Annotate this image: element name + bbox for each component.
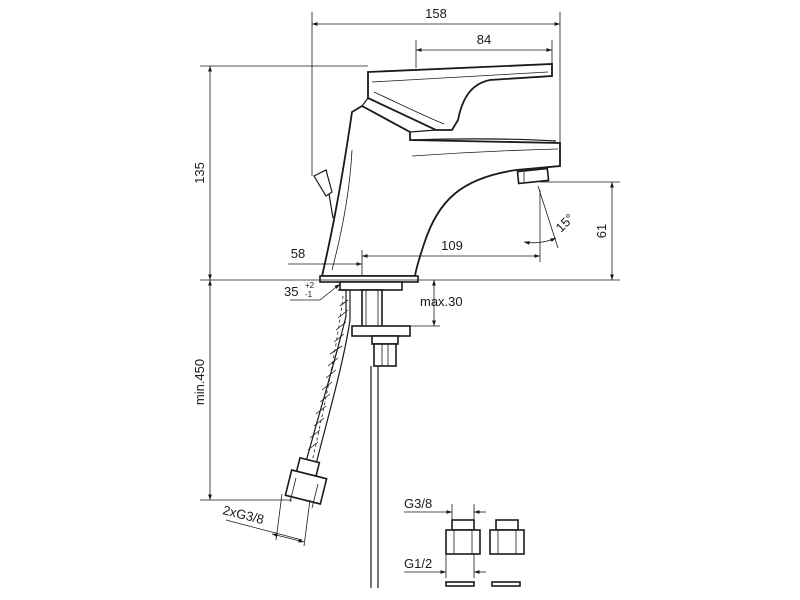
dim-body-offset: 58 bbox=[288, 246, 362, 266]
dim-width-total: 158 bbox=[312, 6, 560, 26]
flex-hose bbox=[284, 289, 351, 509]
dim-label-g12: G1/2 bbox=[404, 556, 432, 571]
dim-adapter-top: G3/8 bbox=[404, 496, 486, 520]
aerator bbox=[516, 167, 550, 185]
popup-knob bbox=[313, 169, 334, 219]
dim-label-min450: min.450 bbox=[192, 359, 207, 405]
dim-label-158: 158 bbox=[425, 6, 447, 21]
adapter-right bbox=[489, 519, 525, 587]
dim-hose-connection: 2xG3/8 bbox=[221, 493, 311, 547]
adapter-left bbox=[445, 519, 481, 587]
dim-spout-angle: 15° bbox=[523, 211, 578, 245]
dim-aerator-height: 61 bbox=[594, 182, 614, 280]
dim-adapter-bottom: G1/2 bbox=[404, 554, 486, 578]
dim-label-61: 61 bbox=[594, 224, 609, 238]
dim-handle-length: 84 bbox=[416, 32, 552, 52]
dim-hose-length: min.450 bbox=[192, 280, 212, 500]
dim-label-max30: max.30 bbox=[420, 294, 463, 309]
dim-spout-reach: 109 bbox=[362, 238, 540, 258]
dim-label-15deg: 15° bbox=[553, 211, 578, 236]
dim-max-deck: max.30 bbox=[410, 280, 463, 327]
dim-label-58: 58 bbox=[291, 246, 305, 261]
extension-lines bbox=[200, 12, 620, 501]
dim-label-g38: G3/8 bbox=[404, 496, 432, 511]
dim-tol-plus: +2 bbox=[305, 281, 315, 290]
dim-height-total: 135 bbox=[192, 66, 212, 280]
dim-tol-minus: -1 bbox=[305, 290, 313, 299]
dim-label-84: 84 bbox=[477, 32, 491, 47]
dim-label-2xg38: 2xG3/8 bbox=[221, 502, 265, 527]
dim-label-135: 135 bbox=[192, 162, 207, 184]
dim-hole-diameter: 35 +2 -1 bbox=[284, 281, 341, 301]
dim-label-109: 109 bbox=[441, 238, 463, 253]
handle-lever bbox=[361, 63, 553, 133]
mounting-assembly bbox=[319, 275, 419, 588]
dim-label-35: 35 bbox=[284, 284, 298, 299]
